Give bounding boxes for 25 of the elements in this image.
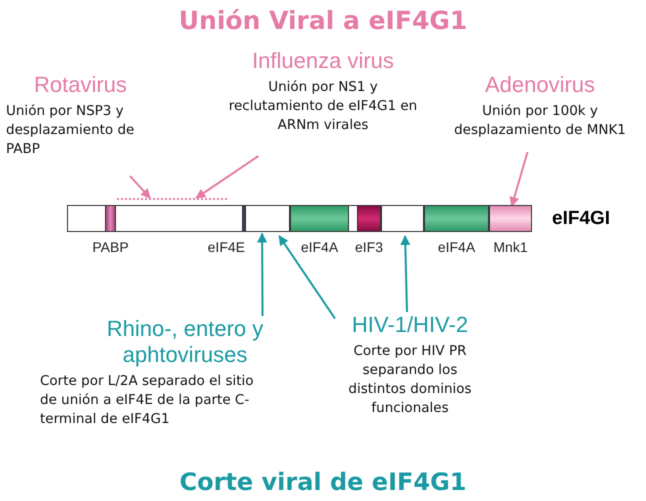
arrow (400, 235, 410, 312)
virus-heading: Influenza virus (252, 48, 394, 74)
arrow (278, 235, 336, 320)
arrow (129, 175, 151, 199)
description-text: Corte por L/2A separado el sitio de unión a eIF4E de la parte C-terminal de eIF4G1 (40, 372, 255, 429)
virus-heading: Rhino-, entero y aphtoviruses (106, 316, 264, 368)
virus-heading: Adenovirus (484, 72, 596, 98)
title: Unión Viral a eIF4G1 (178, 6, 468, 35)
virus-heading: HIV-1/HIV-2 (352, 312, 468, 338)
protein-label: eIF4GI (552, 208, 610, 230)
domain-label: eIF4A (300, 239, 338, 255)
description-text: Corte por HIV PR separando los distintos dominios funcionales (347, 342, 473, 418)
arrow (195, 155, 259, 199)
description-text: Unión por 100k y desplazamiento de MNK1 (453, 102, 627, 140)
arrow (257, 232, 268, 316)
description-text: Unión por NS1 y reclutamiento de eIF4G1 en ARNm virales (228, 78, 418, 135)
domain-label: eIF4E (208, 239, 245, 255)
domain-label: PABP (92, 239, 129, 255)
caption: Corte viral de eIF4G1 (178, 468, 468, 496)
description-text: Unión por NSP3 y desplazamiento de PABP (6, 102, 136, 159)
domain-label: eIF4A (438, 239, 476, 255)
domain-label: eIF3 (355, 239, 383, 255)
arrow (510, 152, 528, 207)
domain-label: Mnk1 (493, 239, 528, 255)
virus-heading: Rotavirus (34, 72, 127, 98)
